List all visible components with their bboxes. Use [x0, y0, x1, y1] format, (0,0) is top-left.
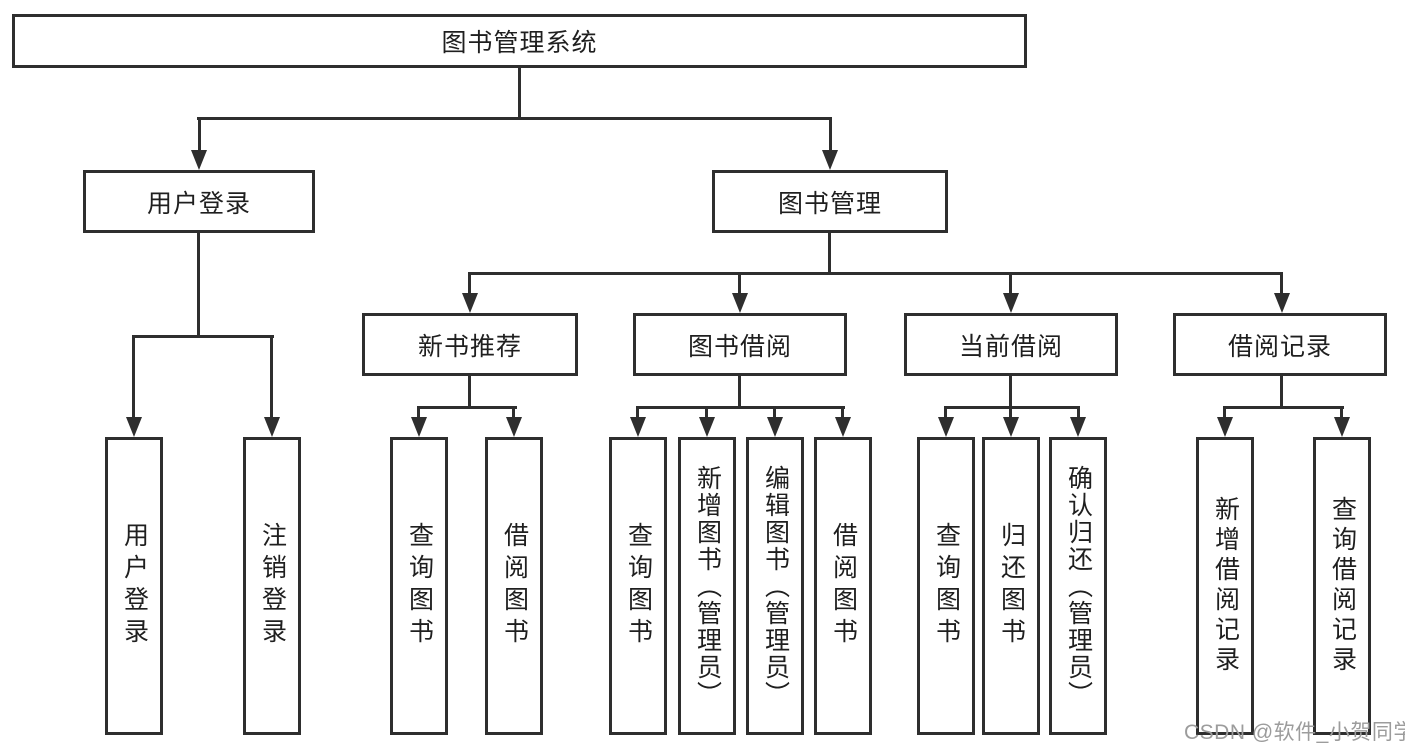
connector-line [773, 406, 776, 419]
connector-line [1009, 406, 1012, 419]
leaf-borrow-books: 借阅图书 [814, 437, 872, 735]
arrow-down [835, 417, 851, 437]
node-label: 借阅图书 [829, 522, 858, 650]
node-book-management: 图书管理 [712, 170, 948, 233]
arrow-down [699, 417, 715, 437]
connector-line [1223, 406, 1226, 419]
leaf-query-borrow-record: 查询借阅记录 [1313, 437, 1371, 735]
leaf-query-books: 查询图书 [390, 437, 448, 735]
node-borrowing-records: 借阅记录 [1173, 313, 1387, 376]
connector-line [1280, 272, 1283, 295]
node-new-book-recommendation: 新书推荐 [362, 313, 578, 376]
node-label: 注销登录 [258, 522, 287, 650]
node-label: 用户登录 [146, 189, 251, 218]
connector-line [417, 406, 420, 419]
connector-line [198, 117, 201, 153]
node-label: 查询图书 [405, 522, 434, 650]
arrow-down [1334, 417, 1350, 437]
connector-line [468, 272, 471, 295]
leaf-user-login: 用户登录 [105, 437, 163, 735]
connector-line [518, 66, 521, 119]
connector-line [417, 406, 517, 409]
node-user-login: 用户登录 [83, 170, 315, 233]
connector-line [738, 272, 741, 295]
connector-line [468, 272, 1283, 275]
connector-line [828, 233, 831, 274]
watermark: CSDN @软件_小贺同学 [1184, 721, 1405, 744]
connector-line [1077, 406, 1080, 419]
connector-line [468, 376, 471, 408]
arrow-down [767, 417, 783, 437]
arrow-down [732, 293, 748, 313]
arrow-down [411, 417, 427, 437]
connector-line [1223, 406, 1344, 409]
arrow-down [938, 417, 954, 437]
connector-line [705, 406, 708, 419]
node-label: 用户登录 [120, 522, 149, 650]
leaf-add-books-admin: 新增图书（管理员） [678, 437, 736, 735]
connector-line [132, 335, 274, 338]
connector-line [197, 233, 200, 337]
node-label: 归还图书 [997, 522, 1026, 650]
arrow-down [630, 417, 646, 437]
leaf-logout: 注销登录 [243, 437, 301, 735]
node-label: 查询借阅记录 [1328, 496, 1357, 676]
arrow-down [822, 150, 838, 170]
leaf-edit-books-admin: 编辑图书（管理员） [746, 437, 804, 735]
node-label: 确认归还（管理员） [1064, 464, 1093, 708]
node-label: 图书管理 [777, 189, 882, 218]
connector-line [270, 335, 273, 420]
connector-line [132, 335, 135, 420]
node-label: 编辑图书（管理员） [761, 464, 790, 708]
leaf-return-books: 归还图书 [982, 437, 1040, 735]
connector-line [944, 406, 1080, 409]
node-book-borrowing: 图书借阅 [633, 313, 847, 376]
arrow-down [191, 150, 207, 170]
connector-line [829, 117, 832, 153]
connector-line [636, 406, 639, 419]
node-label: 图书管理系统 [441, 29, 598, 57]
connector-line [841, 406, 844, 419]
connector-line [1340, 406, 1343, 419]
arrow-down [1070, 417, 1086, 437]
arrow-down [1003, 417, 1019, 437]
arrow-down [1003, 293, 1019, 313]
node-label: 新书推荐 [417, 332, 522, 361]
connector-line [738, 376, 741, 408]
connector-line [512, 406, 515, 419]
arrow-down [126, 417, 142, 437]
leaf-borrow-books: 借阅图书 [485, 437, 543, 735]
node-label: 图书借阅 [687, 332, 792, 361]
leaf-query-books: 查询图书 [609, 437, 667, 735]
node-label: 查询图书 [624, 522, 653, 650]
node-label: 借阅图书 [500, 522, 529, 650]
arrow-down [264, 417, 280, 437]
connector-line [1009, 376, 1012, 408]
node-current-borrowing: 当前借阅 [904, 313, 1118, 376]
node-label: 借阅记录 [1227, 332, 1332, 361]
leaf-query-books: 查询图书 [917, 437, 975, 735]
node-label: 查询图书 [932, 522, 961, 650]
node-library-management-system: 图书管理系统 [12, 14, 1027, 68]
connector-line [636, 406, 845, 409]
connector-line [1009, 272, 1012, 295]
arrow-down [462, 293, 478, 313]
node-label: 新增图书（管理员） [693, 464, 722, 708]
arrow-down [1274, 293, 1290, 313]
arrow-down [506, 417, 522, 437]
node-label: 当前借阅 [958, 332, 1063, 361]
leaf-add-borrow-record: 新增借阅记录 [1196, 437, 1254, 735]
node-label: 新增借阅记录 [1211, 496, 1240, 676]
connector-line [944, 406, 947, 419]
arrow-down [1217, 417, 1233, 437]
leaf-confirm-return-admin: 确认归还（管理员） [1049, 437, 1107, 735]
connector-line [1280, 376, 1283, 408]
connector-line [197, 117, 831, 120]
